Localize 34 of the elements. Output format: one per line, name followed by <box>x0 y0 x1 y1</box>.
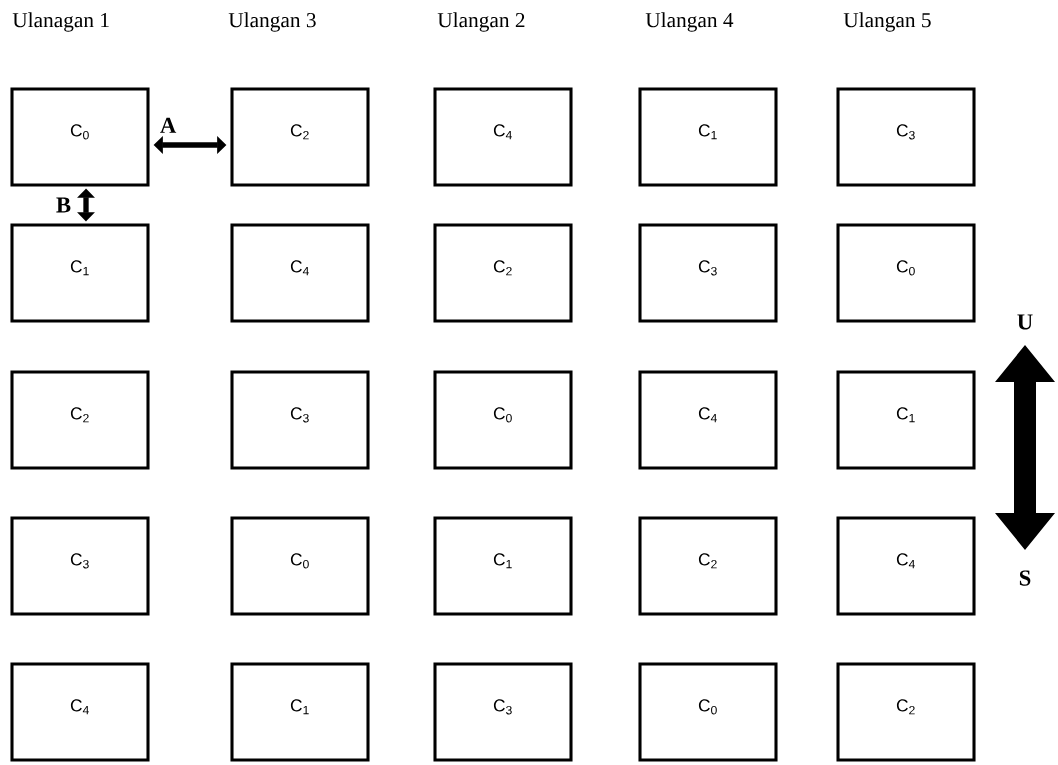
plot-box: C$_{4}$ <box>836 516 976 616</box>
plot-box: C$_{2}$ <box>638 516 778 616</box>
plot-box: C$_{0}$ <box>10 87 150 187</box>
plot-box: C$_{3}$ <box>10 516 150 616</box>
plot-box: C$_{1}$ <box>10 223 150 323</box>
plot-box: C$_{0}$ <box>433 370 573 470</box>
column-heading: Ulangan 5 <box>843 12 931 32</box>
direction-label: U <box>1017 314 1033 330</box>
plot-box: C$_{4}$ <box>10 662 150 762</box>
plot-box: C$_{2}$ <box>836 662 976 762</box>
plot-box: C$_{2}$ <box>433 223 573 323</box>
direction-label: S <box>1019 570 1031 586</box>
plot-box: C$_{1}$ <box>433 516 573 616</box>
plot-box: C$_{1}$ <box>836 370 976 470</box>
plot-box: C$_{0}$ <box>638 662 778 762</box>
plot-box: C$_{3}$ <box>433 662 573 762</box>
edge-label: A <box>160 117 177 133</box>
plot-box: C$_{2}$ <box>10 370 150 470</box>
plot-box: C$_{1}$ <box>230 662 370 762</box>
plot-box: C$_{3}$ <box>638 223 778 323</box>
plot-box: C$_{0}$ <box>230 516 370 616</box>
plot-box: C$_{4}$ <box>230 223 370 323</box>
plot-box: C$_{4}$ <box>433 87 573 187</box>
plot-box: C$_{1}$ <box>638 87 778 187</box>
edge-label: B <box>56 197 71 213</box>
column-heading: Ulanagan 1 <box>12 12 109 32</box>
column-heading: Ulangan 2 <box>437 12 525 32</box>
column-heading: Ulangan 4 <box>645 12 734 32</box>
plot-box: C$_{2}$ <box>230 87 370 187</box>
plot-box: C$_{3}$ <box>836 87 976 187</box>
plot-box: C$_{4}$ <box>638 370 778 470</box>
plot-box: C$_{3}$ <box>230 370 370 470</box>
column-heading: Ulangan 3 <box>228 12 316 32</box>
plot-box: C$_{0}$ <box>836 223 976 323</box>
